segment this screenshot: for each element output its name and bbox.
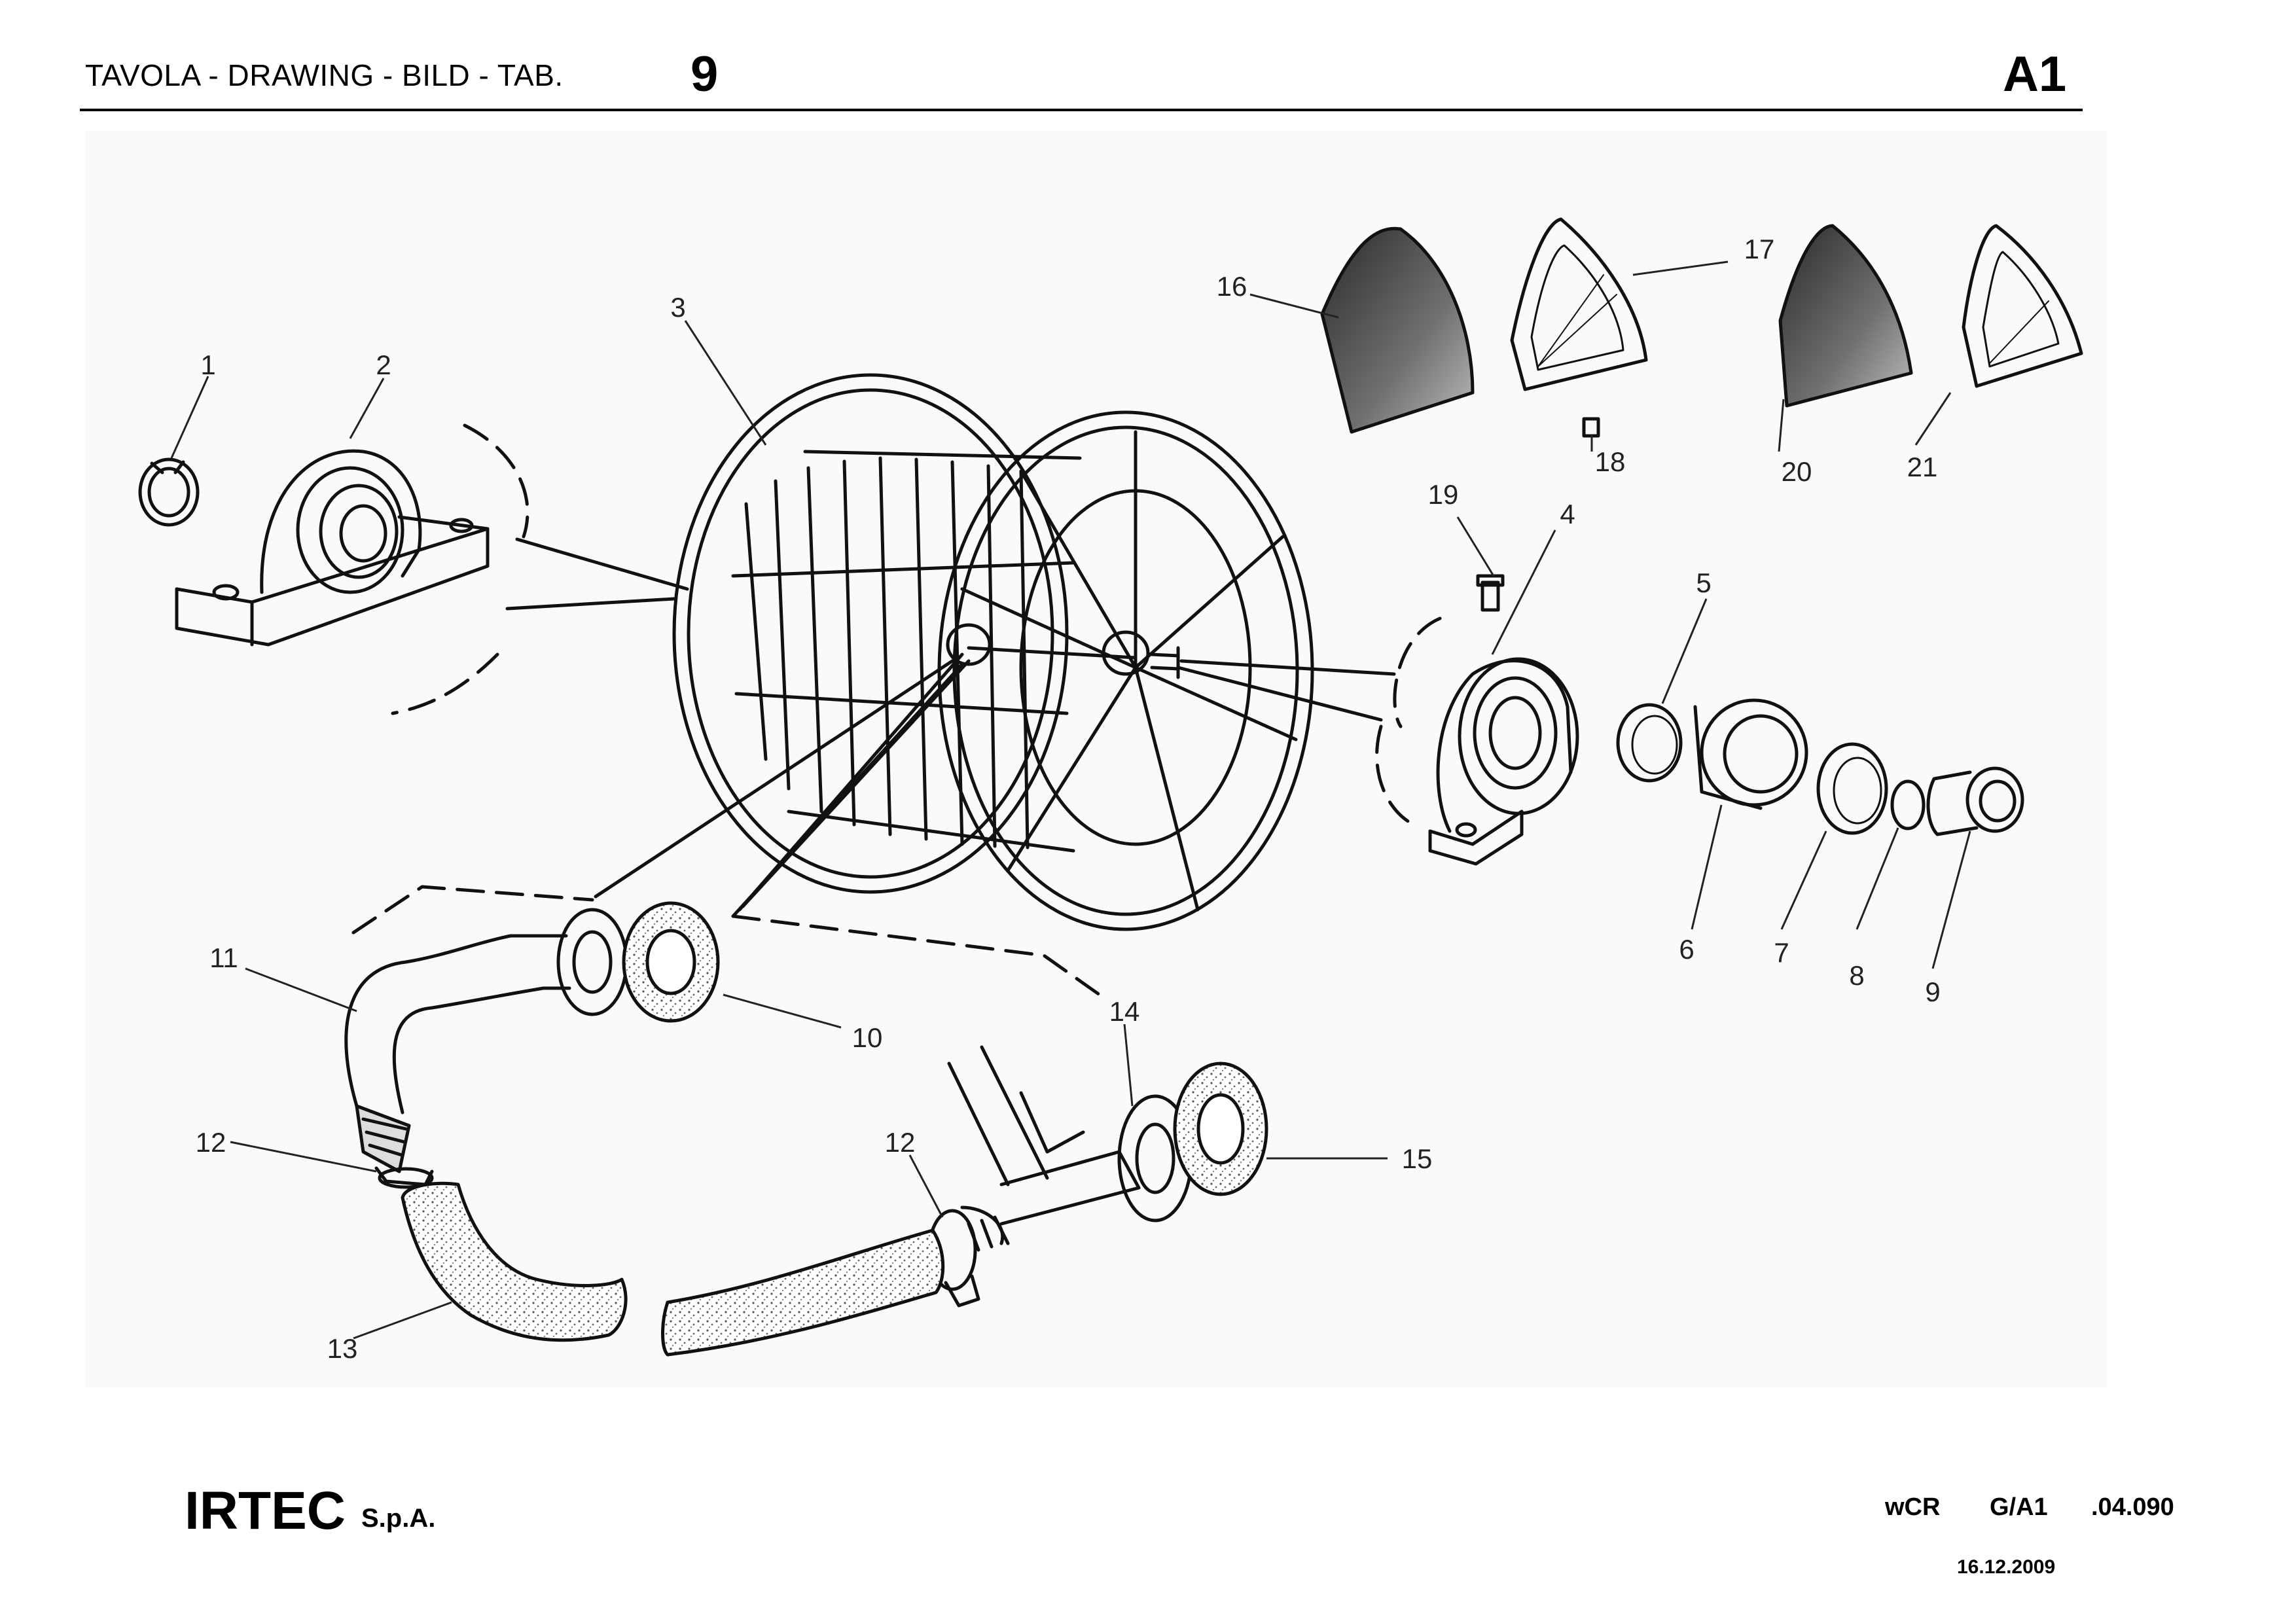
cover-part-20 <box>1778 224 1913 408</box>
circlip-small-part <box>1816 742 1888 835</box>
callout-8: 8 <box>1849 960 1864 991</box>
cover-part-16 <box>1320 226 1475 434</box>
cover-part-21 <box>1962 224 2083 388</box>
callout-7: 7 <box>1774 937 1789 968</box>
pillow-block-bearing-left <box>175 449 490 647</box>
bearing-ring-part <box>1693 698 1808 810</box>
callout-19: 19 <box>1428 479 1459 510</box>
callout-11: 11 <box>209 942 238 973</box>
callout-3: 3 <box>670 292 685 323</box>
bolt-part <box>1476 574 1505 612</box>
hose-clamp-left <box>374 1166 434 1189</box>
hose-right <box>661 1228 945 1357</box>
callout-14: 14 <box>1109 996 1140 1027</box>
callout-13: 13 <box>327 1333 358 1364</box>
callout-18: 18 <box>1595 446 1626 477</box>
callout-2: 2 <box>376 349 391 380</box>
circlip-part <box>138 457 200 527</box>
pillow-block-bearing-right <box>1428 657 1579 866</box>
callout-6: 6 <box>1679 934 1694 965</box>
doc-ref-code: .04.090 <box>2091 1493 2174 1521</box>
callout-12: 12 <box>196 1127 226 1158</box>
drawing-title: TAVOLA - DRAWING - BILD - TAB. <box>85 58 564 92</box>
callout-21: 21 <box>1907 452 1938 482</box>
callout-17: 17 <box>1744 234 1775 264</box>
callout-16: 16 <box>1217 271 1247 302</box>
split-ring-part <box>1616 703 1683 783</box>
callout-12-right: 12 <box>885 1127 916 1158</box>
callout-20: 20 <box>1782 456 1812 487</box>
callout-10: 10 <box>852 1022 883 1053</box>
company-name: IRTEC <box>185 1481 346 1541</box>
bushing-part <box>1926 766 2024 836</box>
header-divider <box>80 109 2083 111</box>
callout-4: 4 <box>1560 499 1575 529</box>
cover-part-17 <box>1510 217 1648 391</box>
doc-ref-series: wCR <box>1885 1493 1941 1521</box>
table-number: 9 <box>691 46 719 102</box>
model-code: A1 <box>2003 46 2067 102</box>
callout-1: 1 <box>200 349 215 380</box>
company-suffix: S.p.A. <box>361 1504 436 1533</box>
o-ring-part <box>1890 779 1926 830</box>
doc-ref-group: G/A1 <box>1990 1493 2048 1521</box>
hose-reel-drum <box>672 373 1314 931</box>
callout-9: 9 <box>1925 976 1940 1007</box>
drawing-background <box>85 131 2108 1387</box>
hose-left <box>401 1181 628 1342</box>
doc-date: 16.12.2009 <box>1957 1556 2056 1578</box>
elbow-pipe-flanged <box>344 908 628 1173</box>
callout-15: 15 <box>1402 1143 1433 1174</box>
callout-5: 5 <box>1696 567 1711 598</box>
